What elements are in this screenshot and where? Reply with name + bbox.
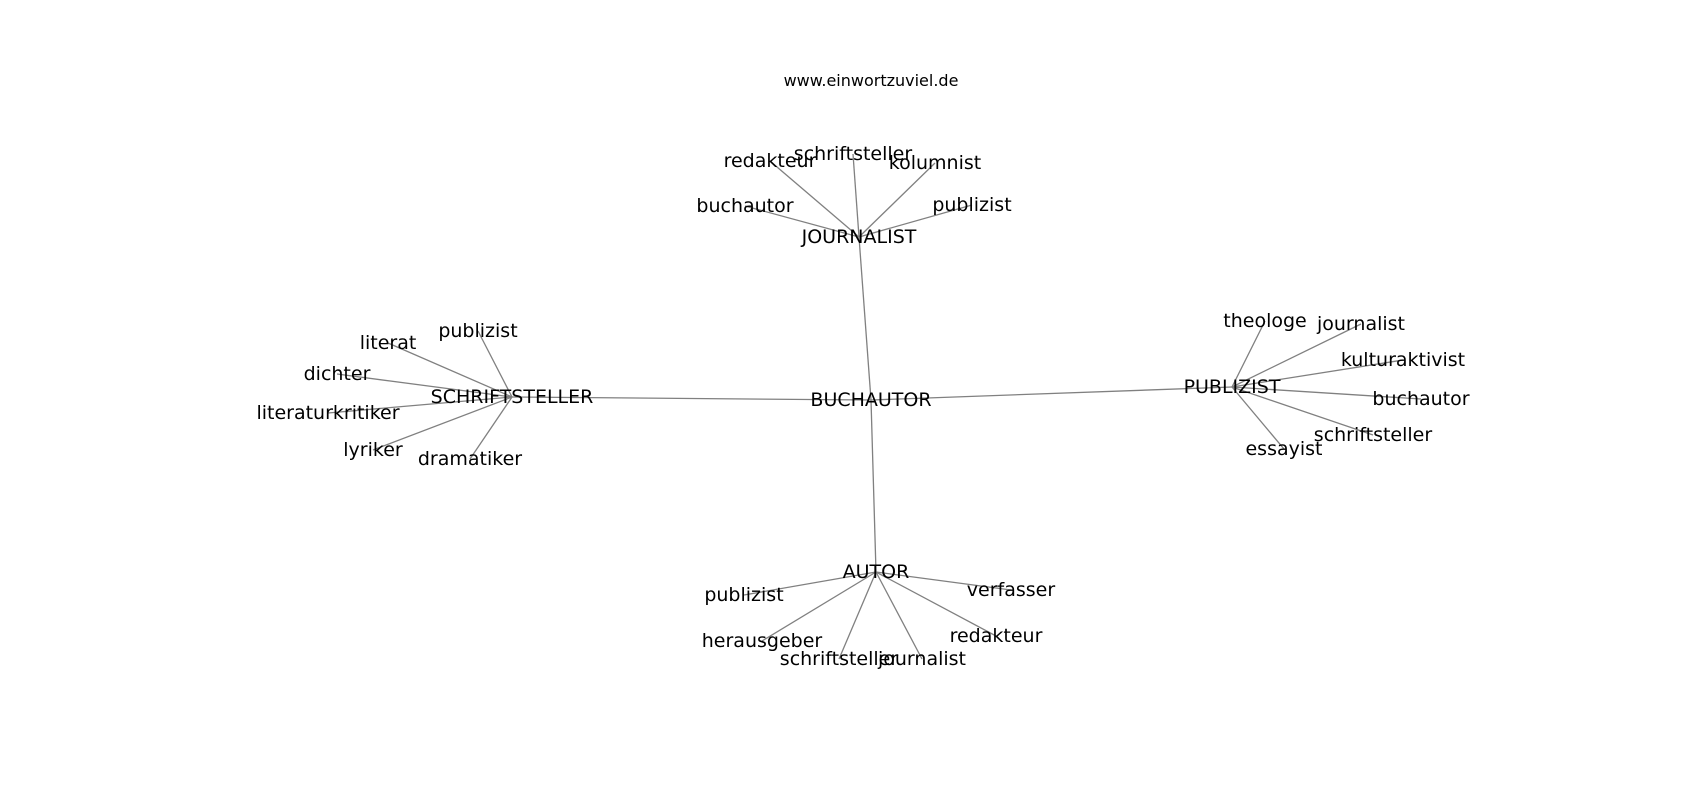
leaf-node-label: publizist [704, 584, 783, 606]
edges-layer [327, 153, 1422, 660]
edge-hub-leaf [1231, 359, 1404, 388]
edge-hub-leaf [875, 571, 997, 637]
edge-hub-leaf [743, 571, 877, 596]
edge-hub-leaf [1231, 386, 1285, 450]
hub-node-label: AUTOR [843, 561, 910, 583]
leaf-node-label: verfasser [967, 579, 1056, 601]
center-node-label: BUCHAUTOR [810, 389, 931, 411]
edge-hub-leaf [744, 205, 860, 238]
leaf-node-label: literaturkritiker [256, 402, 399, 424]
edge-hub-leaf [477, 330, 513, 398]
edge-hub-leaf [875, 571, 923, 660]
edge-center-hub [870, 399, 877, 573]
edge-hub-leaf [336, 373, 513, 398]
leaf-node-label: buchautor [1372, 388, 1469, 410]
hub-node-label: JOURNALIST [801, 226, 917, 248]
edge-hub-leaf [875, 571, 1012, 591]
edge-hub-leaf [769, 160, 860, 238]
leaf-node-label: kulturaktivist [1341, 349, 1465, 371]
leaf-node-label: redakteur [950, 625, 1043, 647]
labels-layer: BUCHAUTORJOURNALISTbuchautorredakteursch… [256, 143, 1469, 670]
edge-hub-leaf [469, 396, 513, 460]
leaf-node-label: buchautor [696, 195, 793, 217]
hub-node-label: SCHRIFTSTELLER [431, 386, 594, 408]
edge-center-hub [511, 396, 872, 401]
edge-hub-leaf [852, 153, 860, 238]
edge-hub-leaf [761, 571, 877, 642]
edge-hub-leaf [858, 162, 936, 238]
edge-hub-leaf [1231, 323, 1362, 388]
edge-hub-leaf [387, 342, 513, 398]
leaf-node-label: dichter [304, 363, 371, 385]
leaf-node-label: publizist [438, 320, 517, 342]
leaf-node-label: theologe [1223, 310, 1306, 332]
edge-hub-leaf [372, 396, 513, 451]
leaf-node-label: dramatiker [418, 448, 522, 470]
edge-hub-leaf [1231, 386, 1422, 400]
leaf-node-label: redakteur [724, 150, 817, 172]
edge-center-hub [870, 386, 1233, 401]
edge-center-hub [858, 236, 872, 401]
leaf-node-label: kolumnist [889, 152, 981, 174]
leaf-node-label: schriftsteller [1314, 424, 1433, 446]
leaf-node-label: schriftsteller [780, 648, 899, 670]
edge-hub-leaf [858, 204, 973, 238]
leaf-node-label: lyriker [343, 439, 403, 461]
leaf-node-label: schriftsteller [794, 143, 913, 165]
source-label: www.einwortzuviel.de [783, 71, 959, 90]
leaf-node-label: essayist [1245, 438, 1322, 460]
leaf-node-label: literat [360, 332, 417, 354]
edge-hub-leaf [1231, 386, 1374, 436]
leaf-node-label: journalist [1316, 313, 1405, 335]
edge-hub-leaf [838, 571, 877, 660]
leaf-node-label: publizist [932, 194, 1011, 216]
leaf-node-label: herausgeber [702, 630, 823, 652]
edge-hub-leaf [327, 396, 513, 414]
leaf-node-label: journalist [877, 648, 966, 670]
edge-hub-leaf [1231, 320, 1266, 388]
hub-node-label: PUBLIZIST [1184, 376, 1281, 398]
